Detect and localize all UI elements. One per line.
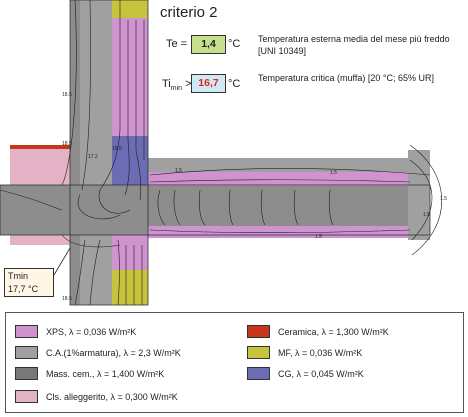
ti-unit: °C	[228, 78, 241, 90]
iso-label: 1.5	[330, 170, 337, 176]
iso-label: 17.2	[88, 154, 98, 160]
iso-label: 1.5	[175, 168, 182, 174]
legend-label: Ceramica, λ = 1,300 W/m²K	[278, 327, 389, 337]
balcony-upstand	[408, 150, 430, 240]
balcony-xps-top	[148, 172, 408, 186]
iso-label: 1.5	[440, 196, 447, 202]
iso-label: 18.5	[62, 141, 72, 147]
te-unit: °C	[228, 38, 241, 50]
legend-label: MF, λ = 0,036 W/m²K	[278, 348, 363, 358]
material-legend: XPS, λ = 0,036 W/m²K C.A.(1%armatura), λ…	[5, 312, 464, 413]
te-value-box: 1,4	[191, 35, 226, 54]
iso-label: 18.5	[112, 146, 122, 152]
diagram-title: criterio 2	[160, 4, 218, 21]
iso-label: 18.5	[62, 296, 72, 302]
legend-swatch	[15, 325, 38, 338]
legend-label: XPS, λ = 0,036 W/m²K	[46, 327, 137, 337]
cls-interior-strip	[10, 145, 80, 185]
ti-label-text: Ti	[162, 78, 171, 90]
wall-concrete-inner	[80, 0, 112, 305]
legend-swatch	[15, 346, 38, 359]
legend-label: C.A.(1%armatura), λ = 2,3 W/m²K	[46, 348, 181, 358]
iso-label: 18.5	[62, 92, 72, 98]
iso-label: 1.5	[315, 234, 322, 240]
legend-swatch	[247, 325, 270, 338]
lower-xps	[112, 235, 148, 270]
ti-op: >	[185, 78, 192, 90]
legend-swatch	[247, 367, 270, 380]
tmin-label: Tmin	[8, 271, 28, 281]
legend-swatch	[15, 390, 38, 403]
te-description: Temperatura esterna media del mese più f…	[258, 34, 450, 56]
ti-label: Timin >	[162, 78, 192, 92]
ti-description: Temperatura critica (muffa) [20 °C; 65% …	[258, 73, 434, 83]
thermal-bridge-diagram: 18.5 18.5 17.2 18.5 1.5 1.5 1.5 1.5 1.5 …	[0, 0, 447, 306]
legend-swatch	[15, 367, 38, 380]
cg-block	[112, 136, 148, 188]
tmin-pointer	[53, 247, 71, 276]
balcony-top-layer	[148, 158, 408, 172]
tmin-value: 17,7 °C	[8, 284, 39, 294]
xps-column-top	[112, 18, 148, 136]
tmin-callout: Tmin 17,7 °C	[4, 268, 54, 297]
ti-label-sub: min	[170, 85, 183, 93]
te-label: Te =	[166, 38, 188, 50]
lower-mf	[112, 270, 148, 305]
legend-label: Cls. alleggerito, λ = 0,300 W/m²K	[46, 392, 178, 402]
legend-label: Mass. cem., λ = 1,400 W/m²K	[46, 369, 165, 379]
lower-cls-left	[10, 235, 70, 245]
ceramica-strip	[10, 145, 80, 149]
mf-column-top	[112, 0, 148, 18]
legend-swatch	[247, 346, 270, 359]
isotherm-lines	[0, 0, 442, 306]
legend-label: CG, λ = 0,045 W/m²K	[278, 369, 364, 379]
ti-value-box: 16,7	[191, 74, 226, 93]
iso-label: 1.5	[423, 212, 430, 218]
balcony-xps-bottom	[148, 226, 408, 238]
